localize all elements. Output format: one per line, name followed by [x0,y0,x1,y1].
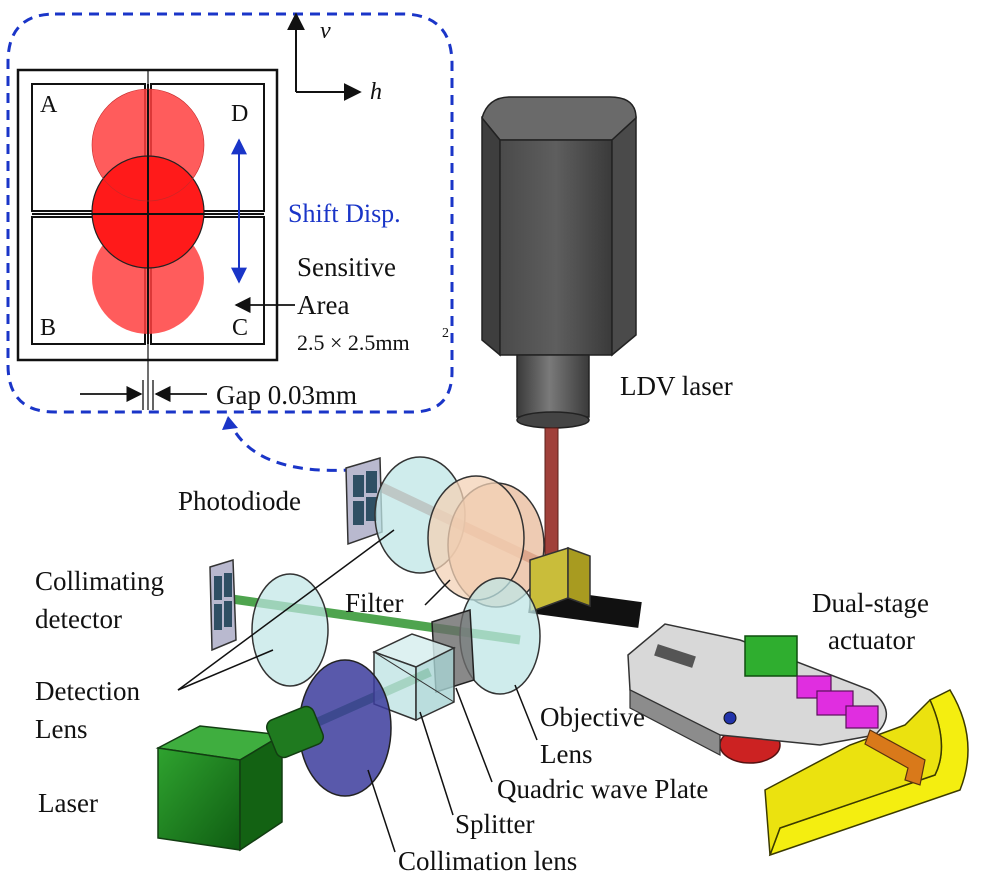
collimation-pointer [367,769,396,853]
collimating-cell-1 [214,576,222,600]
green-laser [155,705,325,852]
actuator-blue-screw [723,711,737,725]
actuator-slot [654,644,696,668]
ldv-beam [544,427,559,573]
quadrant-label-c: C [232,315,248,341]
sensitive-area-label-1: Sensitive [297,252,396,282]
spot-upper-outline [91,88,205,202]
dual-stage-actuator [627,623,969,857]
actuator-yellow-arc-outer [764,698,943,856]
detection-label-1: Detection [35,676,140,706]
photodiode [345,457,383,546]
photodiode-label: Photodiode [178,486,301,516]
photodiode-cell-2 [366,471,377,493]
collimating-cell-4 [224,601,232,627]
ldv-laser-label: LDV laser [620,371,733,401]
actuator-arm-shadow [629,689,721,756]
filter-label: Filter [345,588,404,618]
axis-v-label: v [320,18,331,44]
inset-pointer-arrowhead [222,416,238,430]
laser-barrel [265,705,325,759]
ldv-nose [516,354,590,418]
laser-box-front [157,747,241,851]
actuator-orange-bracket [864,729,926,786]
inset-pointer-curve [226,417,381,472]
actuator-magenta-3 [845,705,879,729]
collimating-detector-plate [209,558,237,652]
shift-displacement-label: Shift Disp. [288,199,401,228]
lower-detection-lens [251,573,329,687]
detection-pointer-2 [177,529,395,691]
quadrant-label-d: D [231,101,248,127]
collimating-label-1: Collimating [35,566,164,596]
beam-mirror [529,546,591,614]
laser-box-side [239,733,283,852]
gap-label: Gap 0.03mm [216,380,357,410]
ldv-body-front [499,139,613,356]
collimating-label-2: detector [35,604,122,634]
objective-pointer [514,684,538,741]
axis-h-label: h [370,79,382,105]
quadrant-label-b: B [40,315,56,341]
detection-pointer-1 [177,649,274,691]
quadrant-label-a: A [40,92,58,118]
mirror-side [567,546,591,608]
inset-panel: A D B C Shift Disp. Sensitive Area 2.5 ×… [6,12,454,472]
laser-label: Laser [38,788,98,818]
collimating-cell-2 [224,573,232,597]
objective-label-2: Lens [540,739,592,769]
ldv-body-right [611,116,637,357]
quadric-label: Quadric wave Plate [497,774,708,804]
splitter-label: Splitter [455,809,535,839]
area-size-label: 2.5 × 2.5mm [297,330,410,355]
area-size-exponent: 2 [442,326,449,341]
splitter-diagonal [373,651,455,703]
objective-label-1: Objective [540,702,645,732]
actuator-green-block [744,635,798,677]
collimation-lens-label: Collimation lens [398,846,577,876]
ldv-body-left [481,115,501,357]
collimating-cell-3 [214,604,222,630]
dual-stage-label-1: Dual-stage [812,588,929,618]
ldv-body-top [481,96,637,141]
collimating-detector [209,558,237,652]
dual-stage-label-2: actuator [828,625,915,655]
photodiode-cell-1 [353,475,364,497]
ldv-nose-tip [516,411,590,429]
light-spots [32,84,264,344]
detection-label-2: Lens [35,714,87,744]
filter [427,475,545,608]
inset-dashed-border [6,12,454,414]
photodiode-cell-4 [366,497,377,521]
photodiode-cell-3 [353,501,364,525]
filter-pointer [424,579,451,606]
quadric-pointer [455,687,493,783]
ldv-laser [481,96,637,573]
splitter-pointer [419,711,454,816]
axis-indicator: v h [287,12,382,105]
sensitive-area-label-2: Area [297,290,349,320]
